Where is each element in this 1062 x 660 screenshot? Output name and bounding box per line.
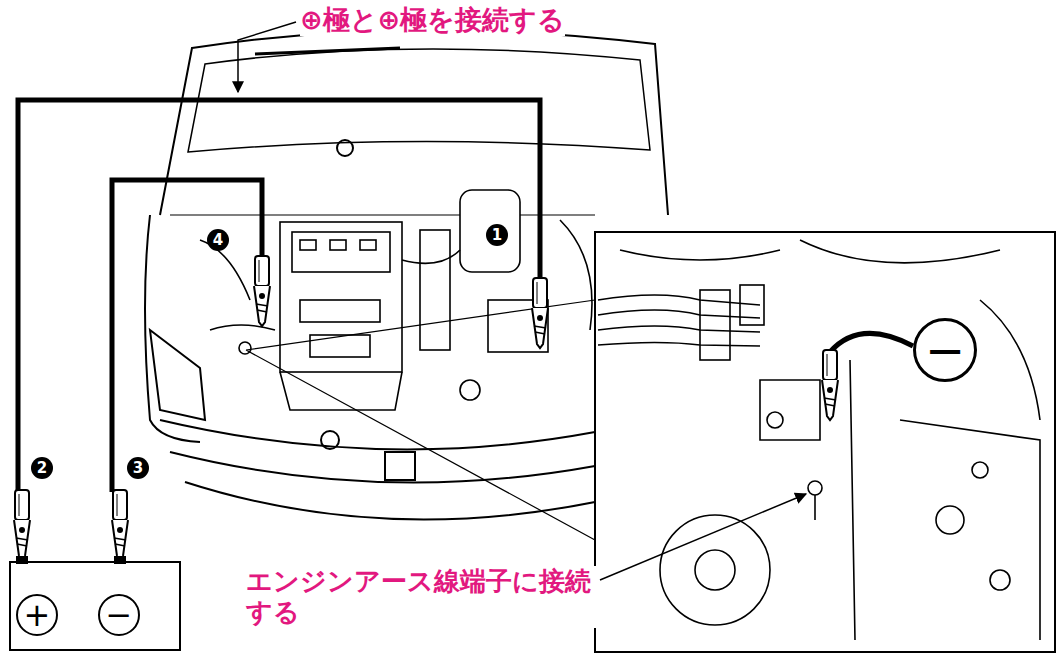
callout-number: 4 bbox=[207, 229, 229, 251]
callout-number: 1 bbox=[486, 224, 508, 246]
jumper-cable bbox=[18, 100, 540, 492]
polarity-symbol: + bbox=[16, 594, 58, 636]
instruction-note: ⊕極と⊕極を接続する bbox=[300, 4, 565, 36]
jumper-cable bbox=[112, 180, 262, 492]
callout-number: 3 bbox=[127, 457, 149, 479]
inset-detail bbox=[598, 240, 1040, 640]
polarity-symbol: − bbox=[98, 594, 140, 636]
polarity-symbol: − bbox=[913, 318, 977, 382]
ground-note: エンジンアース線端子に接続 する bbox=[246, 566, 596, 628]
car-outline bbox=[145, 30, 668, 520]
detail-inset bbox=[595, 232, 1055, 652]
callout-number: 2 bbox=[31, 457, 53, 479]
booster-battery bbox=[10, 562, 180, 650]
engine bbox=[200, 190, 592, 410]
